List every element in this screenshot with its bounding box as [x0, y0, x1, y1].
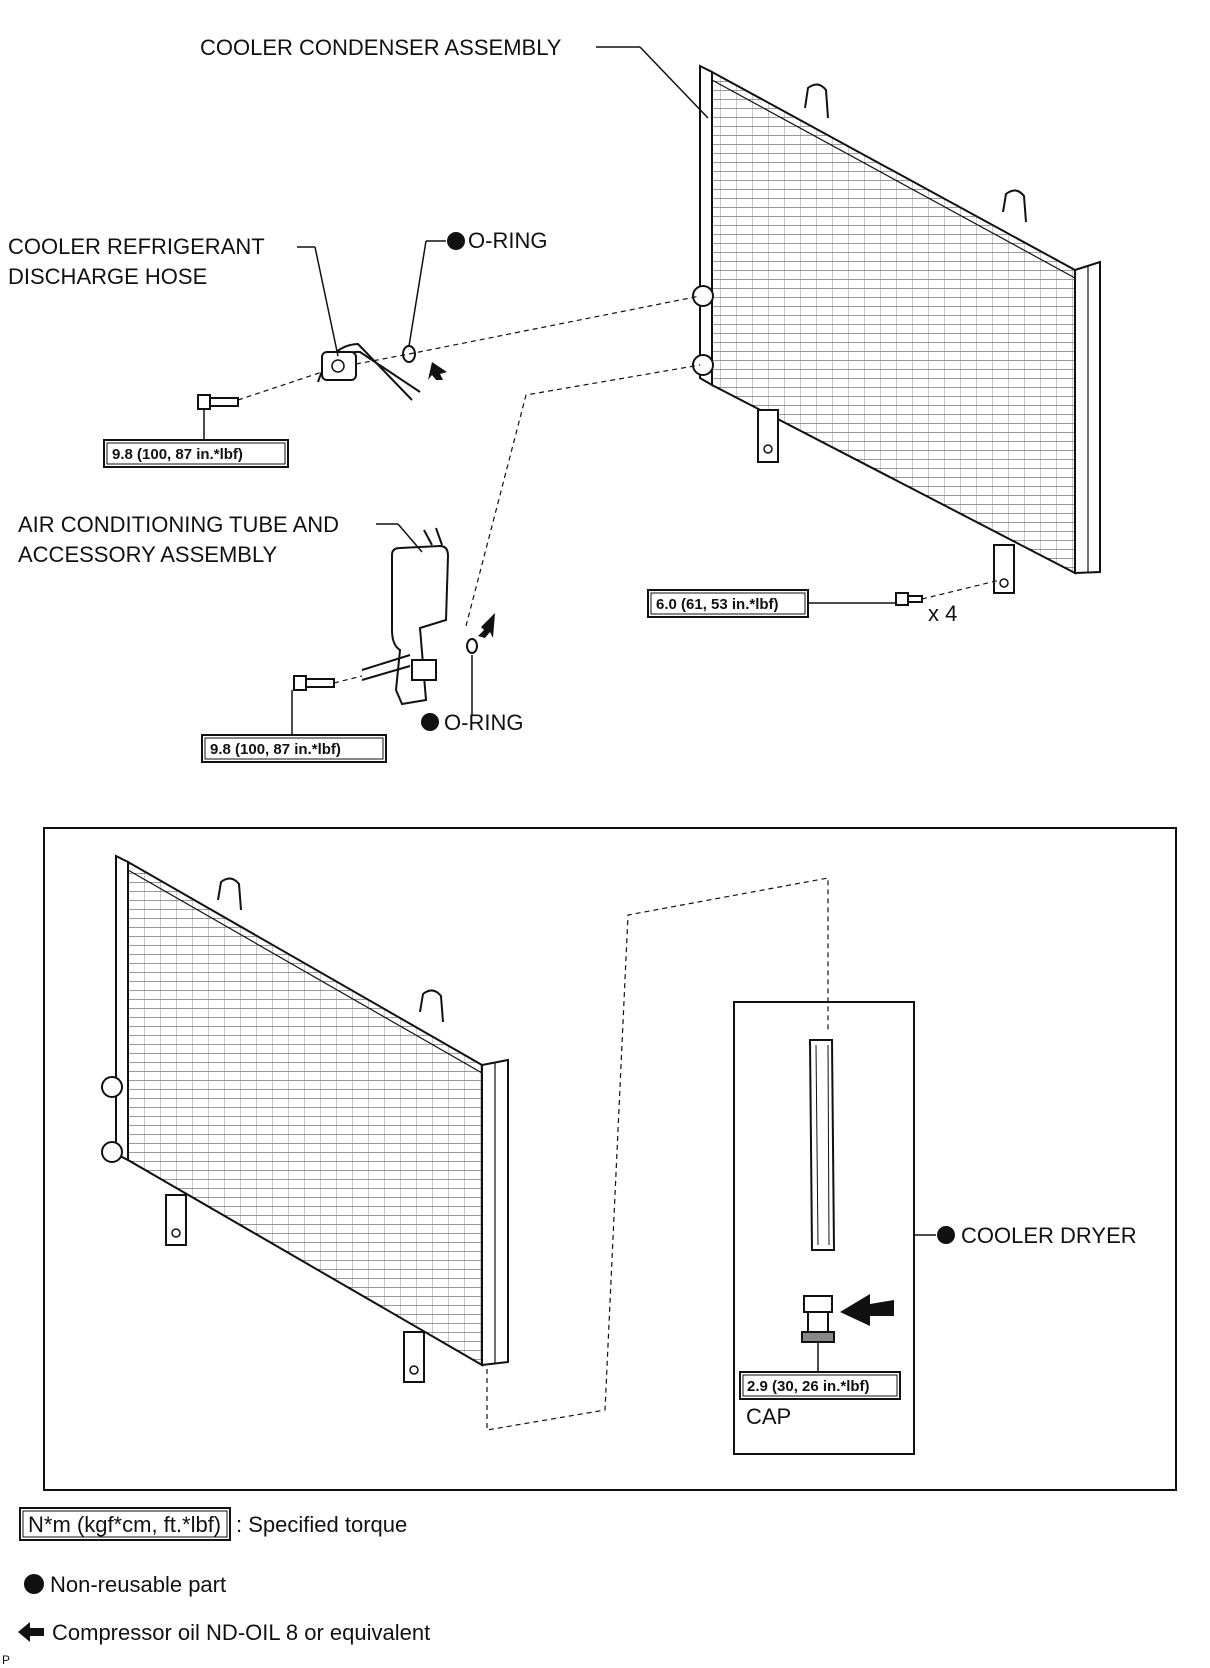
oil-arrow-icon	[840, 1294, 894, 1326]
dryer-subframe	[733, 1001, 915, 1455]
label-condenser: COOLER CONDENSER ASSEMBLY	[200, 35, 562, 60]
hose-bolt	[197, 394, 239, 410]
nonreusable-mark-icon	[24, 1574, 44, 1594]
dryer-cap	[801, 1295, 835, 1343]
nonreusable-mark-icon	[937, 1226, 955, 1244]
legend-torque-box	[19, 1507, 231, 1541]
oring-top-icon	[402, 345, 416, 363]
oil-arrow-icon	[18, 1622, 44, 1642]
oring-bottom-icon	[466, 638, 478, 654]
label-discharge-hose-line1: COOLER REFRIGERANT	[8, 234, 265, 259]
legend-torque-text: : Specified torque	[236, 1512, 407, 1537]
corner-mark: P	[2, 1653, 10, 1667]
torque-hose-bolt: 9.8 (100, 87 in.*lbf)	[112, 446, 243, 463]
label-ac-tube-line1: AIR CONDITIONING TUBE AND	[18, 512, 339, 537]
condenser-inset	[101, 854, 509, 1383]
nonreusable-mark-icon	[421, 713, 439, 731]
label-x4: x 4	[928, 601, 957, 626]
torque-tube-bolt: 9.8 (100, 87 in.*lbf)	[210, 741, 341, 758]
torque-condenser-bolts: 6.0 (61, 53 in.*lbf)	[656, 596, 779, 613]
label-cap: CAP	[746, 1404, 791, 1429]
condenser-top	[692, 64, 1101, 594]
label-ac-tube-line2: ACCESSORY ASSEMBLY	[18, 542, 278, 567]
oil-arrow-icon	[478, 613, 495, 638]
label-oring-top: O-RING	[468, 228, 547, 253]
legend-torque-unit: N*m (kgf*cm, ft.*lbf)	[28, 1512, 221, 1537]
legend-nonreusable: Non-reusable part	[50, 1572, 226, 1597]
condenser-bolt	[895, 592, 923, 606]
ac-tube-assembly	[361, 527, 495, 706]
detail-frame	[43, 827, 1177, 1491]
torque-cap: 2.9 (30, 26 in.*lbf)	[747, 1378, 870, 1395]
legend-oil: Compressor oil ND-OIL 8 or equivalent	[52, 1620, 430, 1645]
cooler-dryer	[808, 1039, 836, 1251]
oil-arrow-icon	[428, 362, 447, 380]
label-oring-bottom: O-RING	[444, 710, 523, 735]
tube-bolt	[293, 675, 335, 691]
label-discharge-hose-line2: DISCHARGE HOSE	[8, 264, 207, 289]
label-cooler-dryer: COOLER DRYER	[961, 1223, 1137, 1248]
nonreusable-mark-icon	[447, 232, 465, 250]
